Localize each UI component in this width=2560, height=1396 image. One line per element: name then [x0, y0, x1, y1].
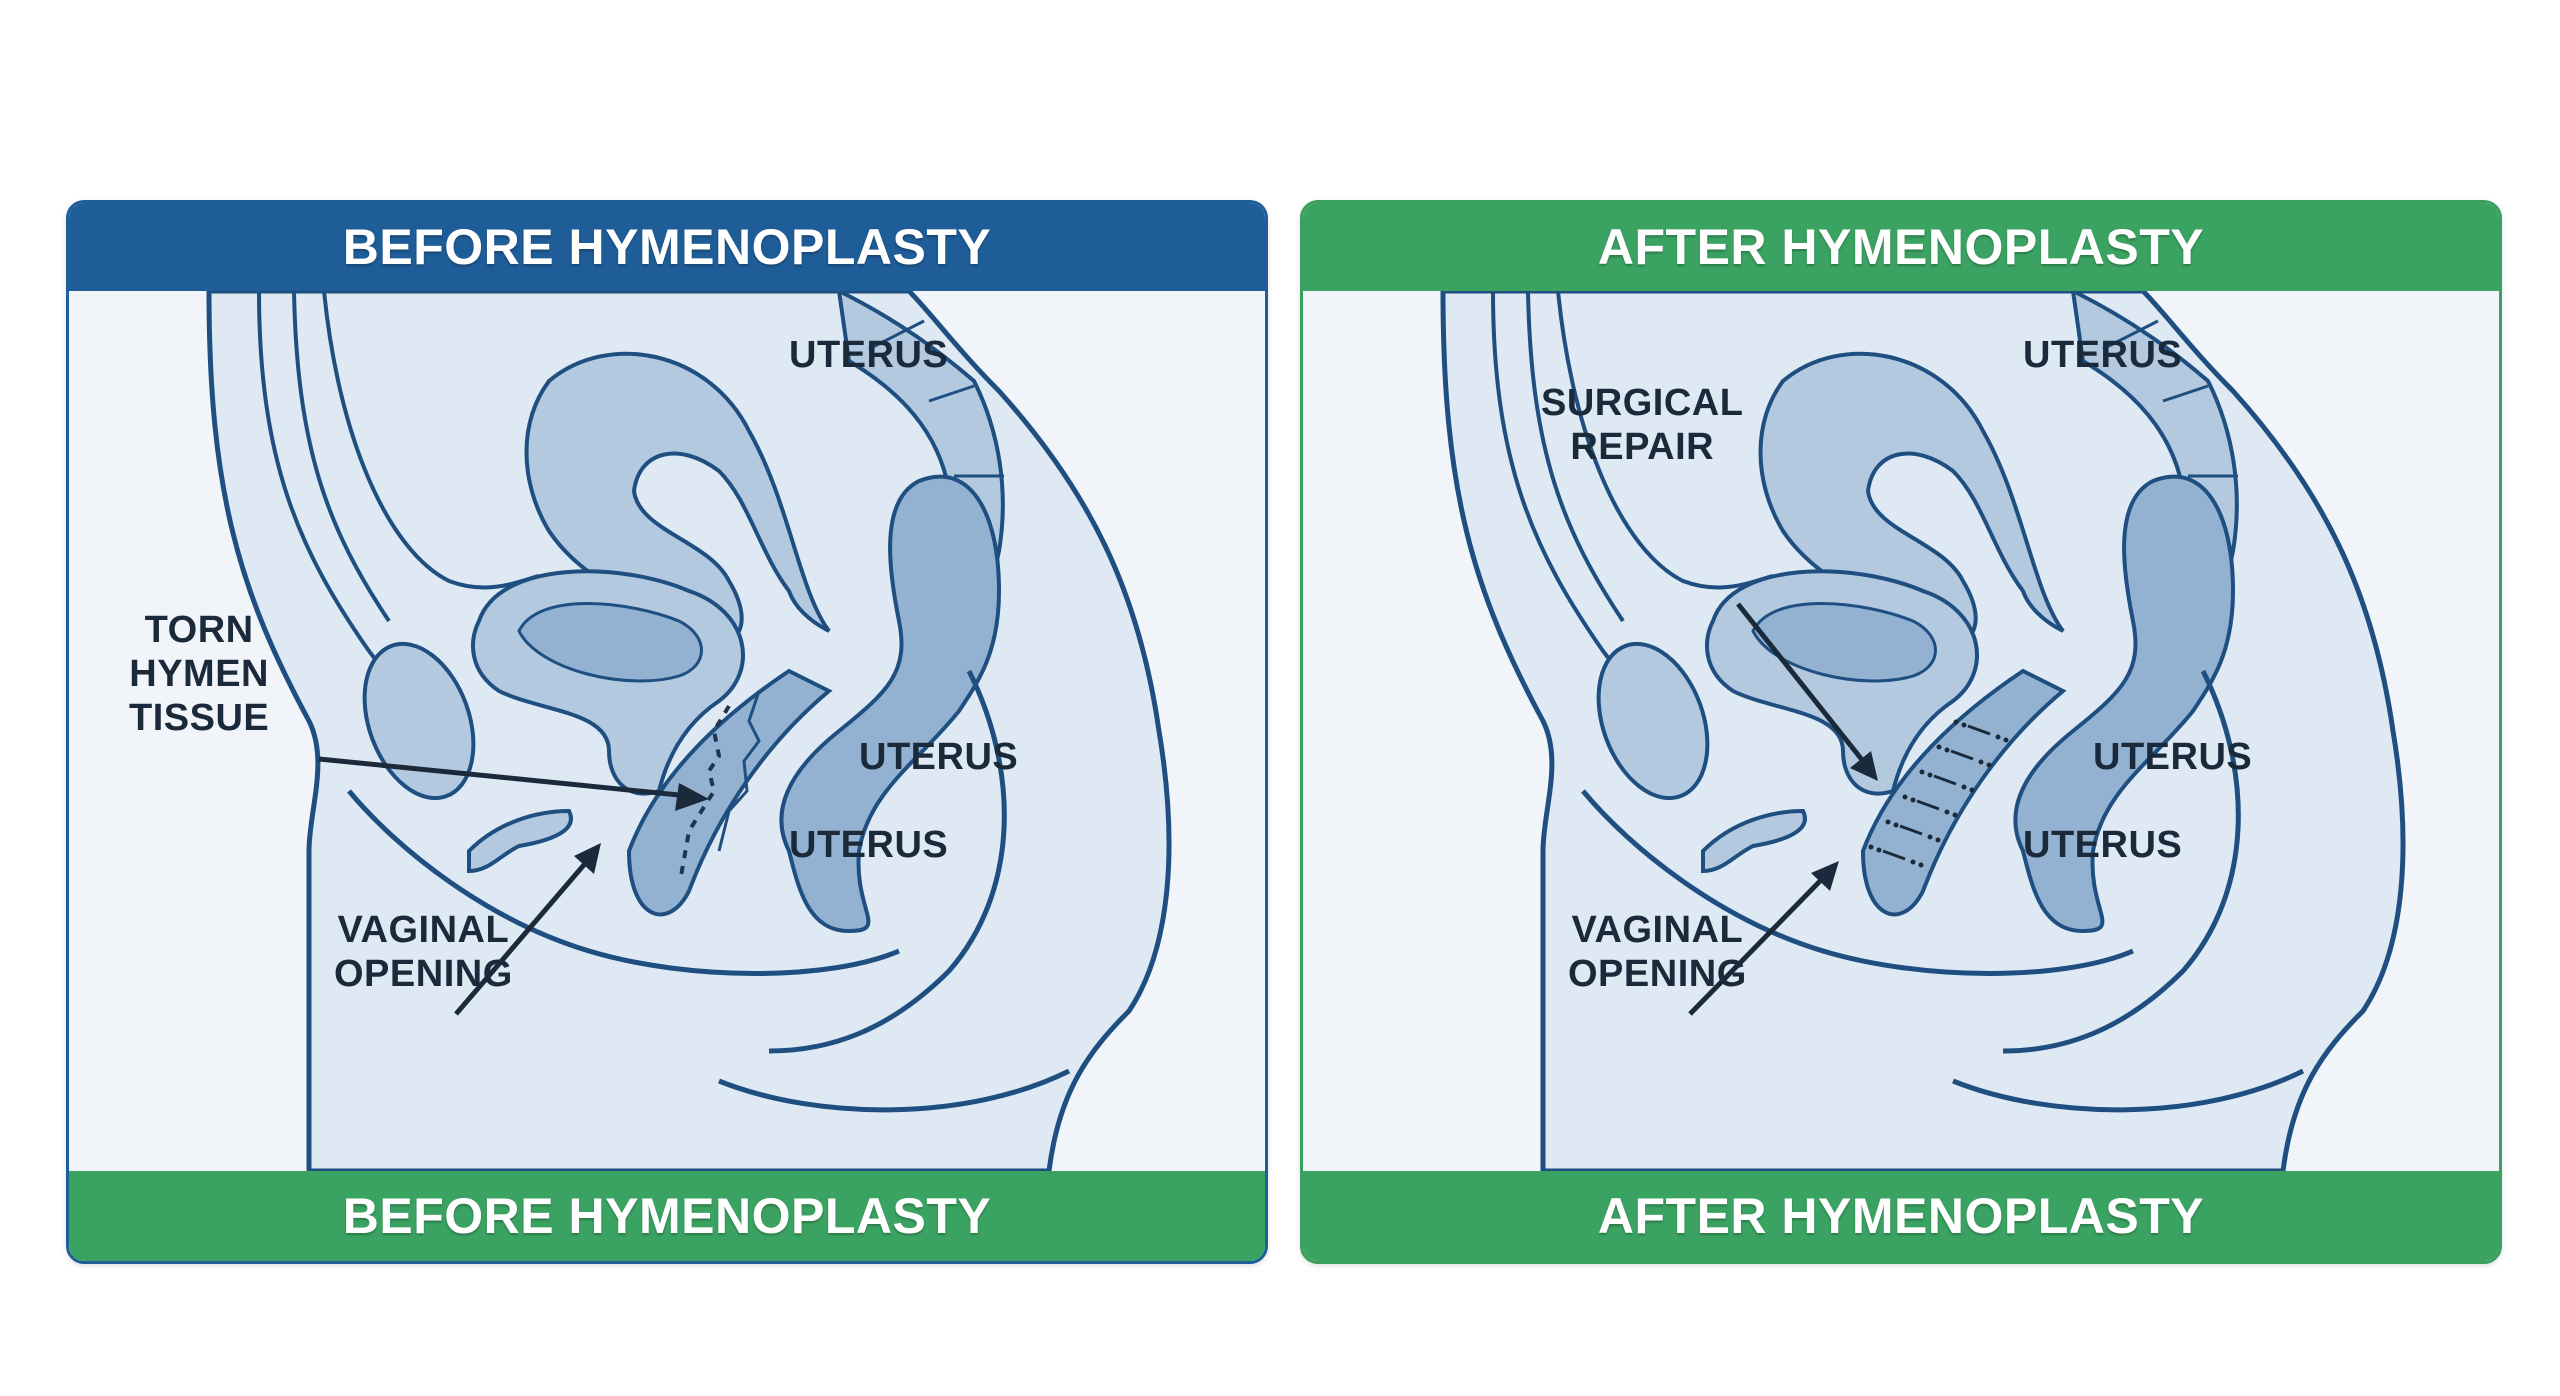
clitoris	[1701, 808, 1807, 874]
rectum	[2013, 474, 2236, 934]
label-torn-hymen-tissue: TORN HYMEN TISSUE	[129, 608, 269, 740]
stitch	[1936, 744, 1992, 768]
peritoneum	[322, 291, 540, 590]
label-surgical-repair: SURGICAL REPAIR	[1541, 381, 1743, 469]
after-panel: AFTER HYMENOPLASTY	[1300, 200, 2502, 1264]
perineum	[1581, 789, 2134, 976]
label-uterus-bottom: UTERUS	[2023, 824, 2183, 866]
after-header: AFTER HYMENOPLASTY	[1303, 203, 2499, 291]
label-vaginal-opening: VAGINAL OPENING	[334, 908, 513, 996]
buttock-curve	[1952, 1068, 2305, 1113]
label-uterus-top: UTERUS	[2023, 334, 2183, 376]
before-header: BEFORE HYMENOPLASTY	[69, 203, 1265, 291]
label-uterus-top: UTERUS	[789, 334, 949, 376]
label-line: OPENING	[1568, 953, 1747, 995]
perineum	[347, 789, 900, 976]
label-line: HYMEN	[129, 653, 269, 695]
torn-hymen-arrow	[318, 756, 709, 811]
label-line: REPAIR	[1570, 426, 1715, 468]
anatomy-body	[1303, 291, 2499, 1171]
label-vaginal-opening: VAGINAL OPENING	[1568, 908, 1747, 996]
after-anatomy-illustration	[1303, 291, 2499, 1171]
stitch	[1868, 844, 1924, 868]
surgical-repair-arrow	[1736, 602, 1878, 781]
label-line: TISSUE	[129, 697, 270, 739]
stitch	[1885, 819, 1941, 843]
label-line: VAGINAL	[337, 909, 510, 951]
vaginal-canal	[1860, 668, 2067, 917]
label-line: OPENING	[334, 953, 513, 995]
outer-curve	[2002, 669, 2241, 1054]
after-footer: AFTER HYMENOPLASTY	[1303, 1171, 2499, 1261]
pubic-bone	[362, 641, 476, 801]
clitoris	[467, 808, 573, 874]
outer-curve	[768, 669, 1007, 1054]
before-anatomy-illustration	[69, 291, 1265, 1171]
rectum	[779, 474, 1002, 934]
label-uterus-mid: UTERUS	[2093, 736, 2253, 778]
vaginal-opening-arrow	[454, 843, 601, 1016]
stitch	[1953, 719, 2009, 743]
torn-hymen-marker	[679, 690, 761, 877]
peritoneum	[1556, 291, 1774, 590]
label-line: VAGINAL	[1571, 909, 1744, 951]
label-uterus-bottom: UTERUS	[789, 824, 949, 866]
vaginal-opening-arrow	[1688, 861, 1839, 1016]
anatomy-body	[69, 291, 1265, 1171]
pubic-bone	[1596, 641, 1710, 801]
label-line: TORN	[144, 609, 254, 651]
stitch	[1919, 769, 1975, 793]
vaginal-canal	[626, 668, 833, 917]
before-footer: BEFORE HYMENOPLASTY	[69, 1171, 1265, 1261]
buttock-curve	[718, 1068, 1071, 1113]
before-panel: BEFORE HYMENOPLASTY UTERUS UTERUS UTERUS…	[66, 200, 1268, 1264]
stitch	[1902, 794, 1958, 818]
suture-stitches	[1868, 719, 2009, 868]
label-uterus-mid: UTERUS	[859, 736, 1019, 778]
label-line: SURGICAL	[1541, 382, 1744, 424]
